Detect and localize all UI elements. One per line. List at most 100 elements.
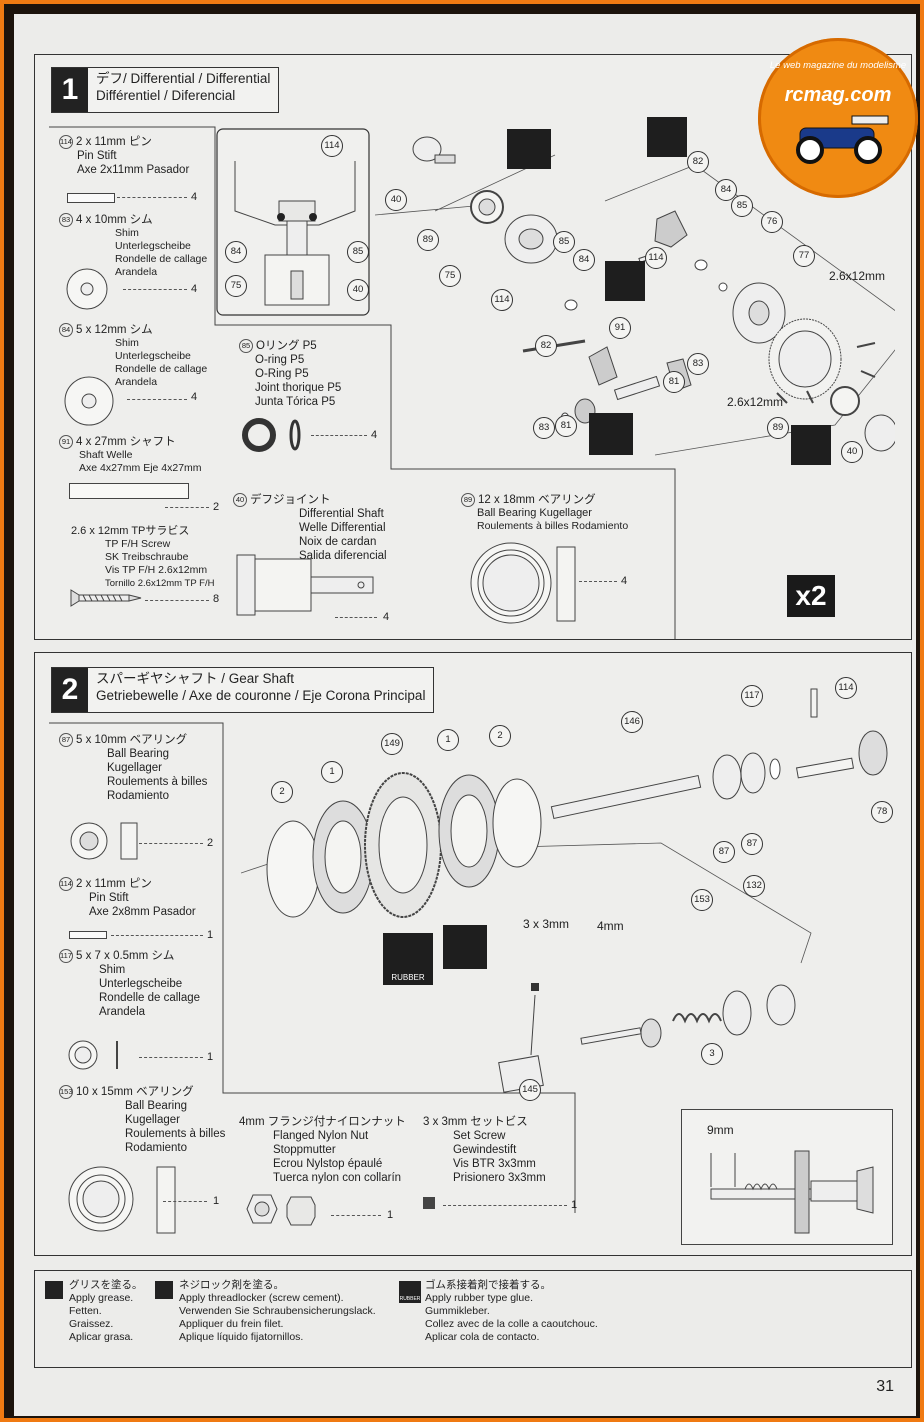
part-callout: 84 — [573, 249, 595, 271]
parts-panel-outline — [49, 722, 576, 1213]
dimension-label: 3 x 3mm — [523, 917, 570, 931]
part-callout: 91 — [609, 317, 631, 339]
dimension-label: 9mm — [707, 1123, 734, 1137]
part-desc: Arandela — [115, 376, 158, 388]
part-size: 3 x 3mm セットビス — [423, 1116, 528, 1128]
part-code-badge: 83 — [59, 213, 73, 227]
part-desc: Shim — [115, 227, 139, 239]
part-desc: Shaft Welle — [79, 449, 133, 461]
step-title: スパーギヤシャフト / Gear Shaft Getriebewelle / A… — [88, 668, 433, 712]
shim-illustration — [64, 376, 114, 426]
grease-icon — [791, 425, 831, 465]
dimension-label: 2.6x12mm — [829, 269, 886, 283]
part-callout: 114 — [321, 135, 343, 157]
bearing-illustration — [470, 542, 576, 624]
part-desc: Vis BTR 3x3mm — [453, 1158, 536, 1170]
part-size: 4mm フランジ付ナイロンナット — [239, 1116, 406, 1128]
part-callout: 132 — [743, 875, 765, 897]
legend-title: ゴム系接着剤で接着する。 — [425, 1279, 551, 1291]
screw-text: 2.6 x 12mm TPサラビス TP F/H Screw SK Treibs… — [71, 525, 214, 590]
part-qty: 1 — [213, 1195, 220, 1207]
part-callout: 76 — [761, 211, 783, 233]
part-callout: 40 — [347, 279, 369, 301]
shaft-detail-drawing — [710, 1150, 874, 1234]
step-title: デフ/ Differential / Differential Différen… — [88, 68, 278, 112]
part-desc: Unterlegscheibe — [115, 240, 191, 252]
part-size: 2 x 11mm ピン — [76, 136, 152, 148]
screw-illustration — [70, 589, 142, 607]
part-desc: Noix de cardan — [299, 536, 377, 548]
part-code-badge: 91 — [59, 435, 73, 449]
part-desc: Pin Stift — [77, 150, 117, 162]
part-callout: 85 — [731, 195, 753, 217]
part-desc: Flanged Nylon Nut — [273, 1130, 369, 1142]
part-desc: Kugellager — [125, 1114, 180, 1126]
part-callout: 146 — [621, 711, 643, 733]
part-callout: 149 — [381, 733, 403, 755]
part-desc: Prisionero 3x3mm — [453, 1172, 546, 1184]
part-callout: 83 — [687, 353, 709, 375]
part-code-badge: 87 — [59, 733, 73, 747]
step2-section: 2 スパーギヤシャフト / Gear Shaft Getriebewelle /… — [34, 652, 912, 1256]
rubber-label: RUBBER — [399, 1296, 421, 1302]
part-callout: 3 — [701, 1043, 723, 1065]
part-callout: 78 — [871, 801, 893, 823]
logo-name: rcmag.com — [784, 84, 892, 106]
part-callout: 89 — [767, 417, 789, 439]
grease-icon — [45, 1281, 63, 1299]
exploded-gearshaft-drawing — [241, 688, 888, 1093]
legend-box: グリスを塗る。 Apply grease. Fetten. Graissez. … — [34, 1270, 912, 1368]
legend-glue: ゴム系接着剤で接着する。 Apply rubber type glue. Gum… — [425, 1279, 598, 1344]
part-desc: Tornillo 2.6x12mm TP F/H — [105, 578, 215, 589]
legend-grease: グリスを塗る。 Apply grease. Fetten. Graissez. … — [69, 1279, 143, 1344]
part-size: デフジョイント — [250, 494, 331, 506]
part-code-badge: 153 — [59, 1085, 73, 1099]
shim-illustration — [66, 268, 108, 310]
part-desc: Rondelle de callage — [115, 363, 208, 375]
part-callout: 83 — [533, 417, 555, 439]
diff-joint-illustration — [236, 554, 374, 616]
part-callout: 114 — [491, 289, 513, 311]
part-callout: 75 — [439, 265, 461, 287]
part-callout: 114 — [645, 247, 667, 269]
part-desc: Unterlegscheibe — [115, 350, 191, 362]
part-size: 5 x 12mm シム — [76, 324, 153, 336]
part-callout: 85 — [553, 231, 575, 253]
nut-text: 4mm フランジ付ナイロンナット Flanged Nylon Nut Stopp… — [239, 1115, 406, 1185]
part-desc: Welle Differential — [299, 522, 386, 534]
part-size: 4 x 27mm シャフト — [76, 436, 176, 448]
part-callout: 85 — [347, 241, 369, 263]
part-callout: 114 — [835, 677, 857, 699]
bearing-illustration — [68, 1166, 176, 1234]
part-desc: Gewindestift — [453, 1144, 517, 1156]
part-desc: SK Treibschraube — [105, 551, 189, 563]
part-size: Oリング P5 — [256, 340, 317, 352]
legend-line: Apply rubber type glue. — [425, 1292, 533, 1304]
grease-icon — [507, 129, 551, 169]
part-callout: 75 — [225, 275, 247, 297]
part-qty: 4 — [371, 429, 378, 441]
legend-line: Aplicar cola de contacto. — [425, 1331, 540, 1343]
part-qty: 4 — [191, 391, 198, 403]
part-code-badge: 117 — [59, 949, 73, 963]
part-callout: 1 — [321, 761, 343, 783]
dimension-label: 2.6x12mm — [727, 395, 784, 409]
part-desc: Differential Shaft — [299, 508, 384, 520]
part-callout: 84 — [225, 241, 247, 263]
part-code-badge: 84 — [59, 323, 73, 337]
quantity-multiplier: x2 — [787, 575, 835, 617]
part-desc: Axe 2x8mm Pasador — [89, 906, 196, 918]
part-desc: Salida diferencial — [299, 550, 387, 562]
part-callout: 77 — [793, 245, 815, 267]
part-desc: Rondelle de callage — [99, 992, 201, 1004]
part-desc: O-Ring P5 — [255, 368, 309, 380]
part-desc: Arandela — [99, 1006, 146, 1018]
legend-line: Aplique líquido fijatornillos. — [179, 1331, 304, 1343]
part-desc: Axe 4x27mm Eje 4x27mm — [79, 462, 202, 474]
legend-title: ネジロック剤を塗る。 — [179, 1279, 284, 1291]
part-qty: 4 — [383, 611, 390, 623]
part-size: 5 x 10mm ベアリング — [76, 734, 188, 746]
